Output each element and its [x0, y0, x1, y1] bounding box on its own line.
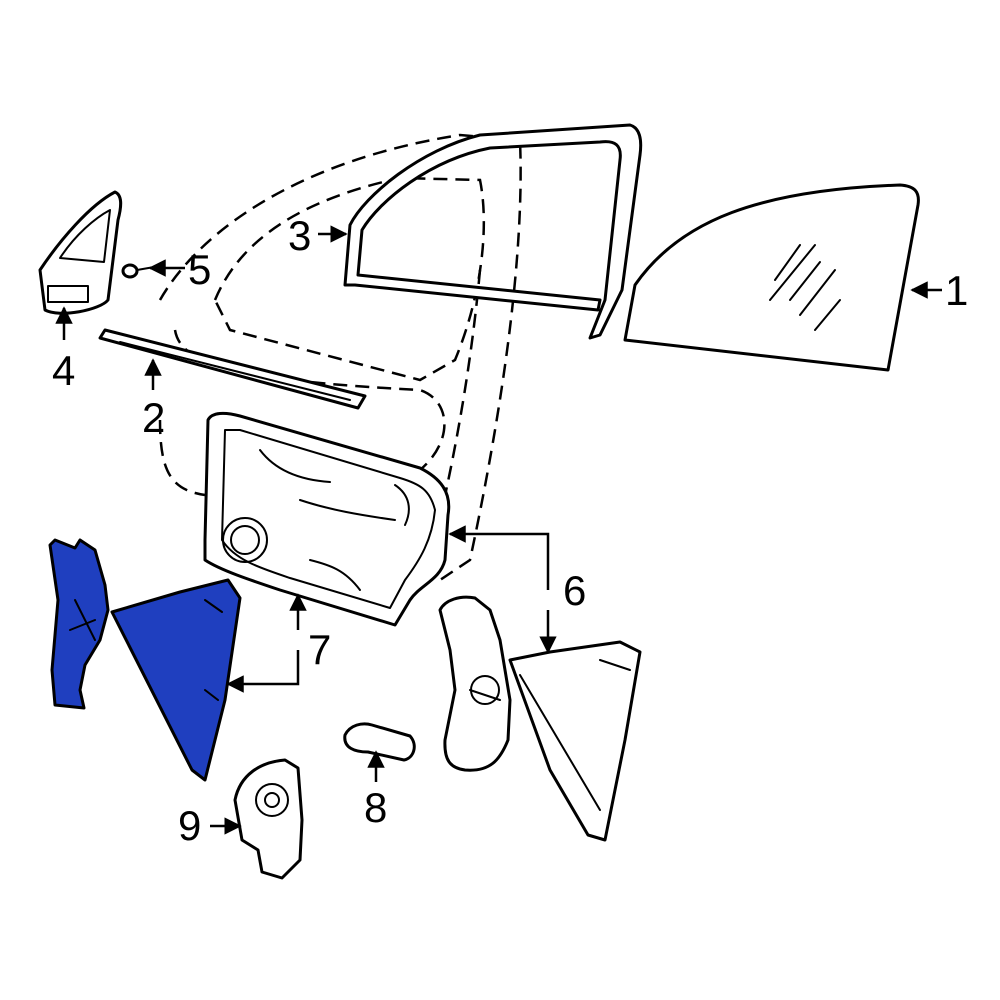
leader-lines — [55, 225, 942, 835]
door-module-panel-part — [203, 411, 451, 627]
callout-2: 2 — [142, 394, 165, 441]
window-regulator-highlighted-part — [48, 538, 242, 782]
callout-3: 3 — [288, 212, 311, 259]
callout-9: 9 — [178, 802, 201, 849]
callout-8: 8 — [364, 784, 387, 831]
run-channel-part — [343, 123, 643, 340]
screw-part — [121, 263, 161, 279]
window-motor-part — [233, 758, 304, 880]
regulator-assembly-part — [438, 595, 642, 842]
callout-5: 5 — [188, 246, 211, 293]
callout-7: 7 — [308, 626, 331, 673]
mirror-cover-part — [38, 190, 123, 315]
window-glass-part — [623, 183, 920, 372]
belt-molding-part — [98, 328, 367, 410]
handle-part — [343, 722, 416, 762]
regulator-bracket-highlight — [48, 538, 110, 710]
callout-6: 6 — [563, 567, 586, 614]
regulator-arm-highlight — [110, 578, 242, 782]
callout-4: 4 — [52, 347, 75, 394]
callout-1: 1 — [945, 267, 968, 314]
